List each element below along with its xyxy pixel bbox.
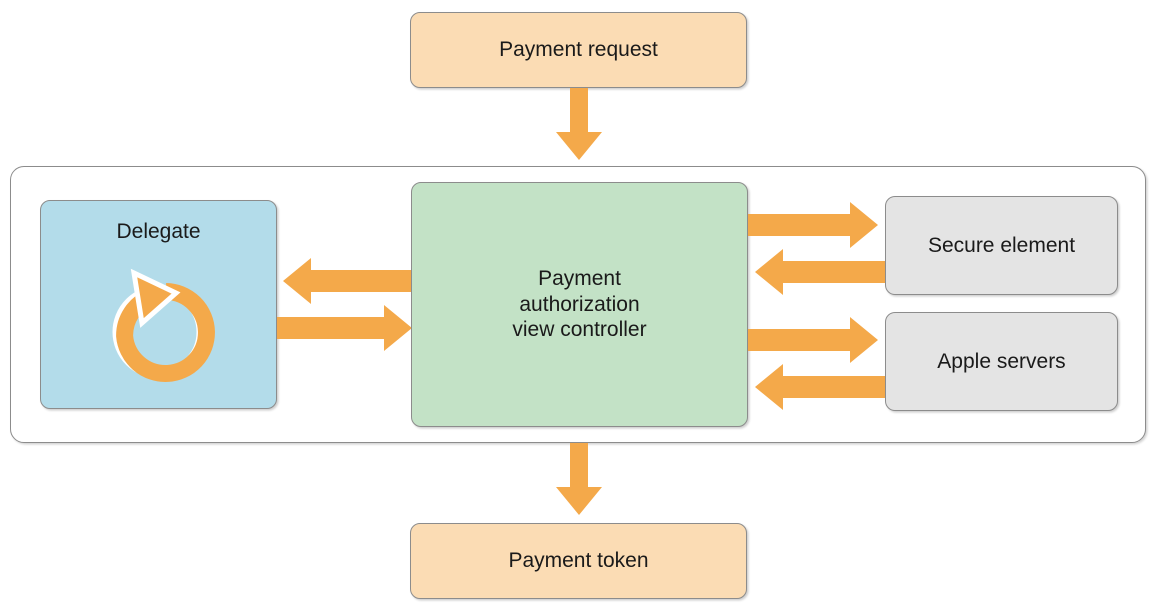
arrow-controller-to-token bbox=[556, 443, 602, 515]
node-payment-token-label: Payment token bbox=[508, 549, 649, 573]
node-secure-element[interactable]: Secure element bbox=[885, 196, 1118, 295]
node-delegate-label: Delegate bbox=[116, 220, 201, 243]
node-controller-label-line2: authorization bbox=[519, 292, 640, 316]
node-delegate[interactable]: Delegate bbox=[40, 200, 277, 409]
circular-loop-arrow-icon bbox=[94, 253, 224, 400]
node-secure-element-label: Secure element bbox=[927, 233, 1076, 257]
arrow-request-to-controller bbox=[556, 88, 602, 160]
node-payment-request-label: Payment request bbox=[499, 38, 658, 62]
node-payment-authorization-view-controller[interactable]: Payment authorization view controller bbox=[411, 182, 748, 427]
node-payment-token[interactable]: Payment token bbox=[410, 523, 747, 599]
node-controller-label-line3: view controller bbox=[512, 318, 647, 342]
node-apple-servers-label: Apple servers bbox=[937, 349, 1066, 373]
node-apple-servers[interactable]: Apple servers bbox=[885, 312, 1118, 411]
node-controller-label-line1: Payment bbox=[538, 267, 621, 291]
node-payment-request[interactable]: Payment request bbox=[410, 12, 747, 88]
